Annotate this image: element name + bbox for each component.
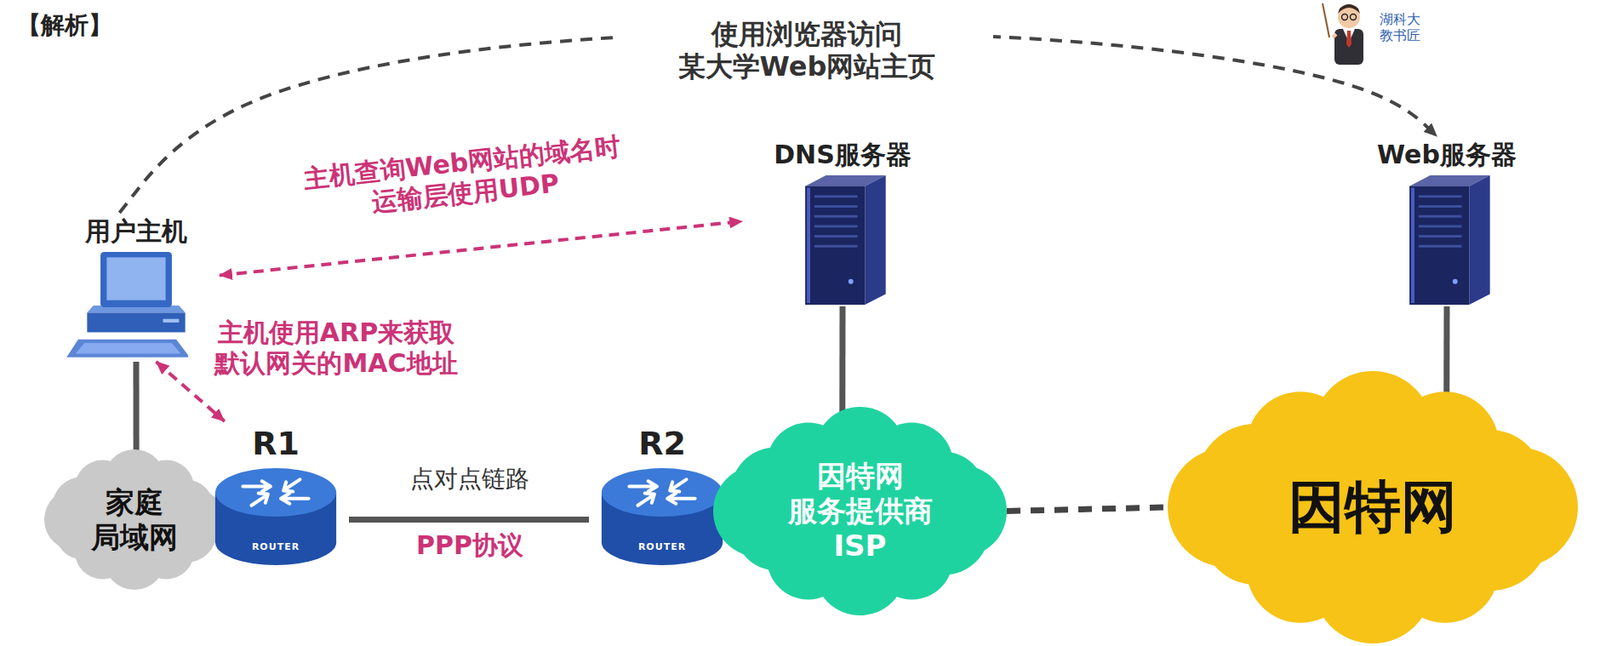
protocol-label: PPP协议 [412,529,527,562]
device-caption: ROUTER [588,541,736,553]
hair [1337,4,1360,14]
power-light [848,279,854,285]
cloud-node: 家庭 局域网 [44,449,225,590]
router-arrow [251,493,269,506]
drive-bay [814,194,858,198]
server-side [1468,175,1490,305]
server-edge [806,188,811,304]
desktop-base [86,312,185,332]
cloud-node: 因特网 服务提供商 ISP [713,406,1007,616]
link-line [348,516,589,523]
glasses [1350,14,1357,21]
cloud-node: 因特网 [1167,371,1578,644]
drive-bay [1418,205,1463,208]
suit [1334,28,1364,65]
drive-bay [814,205,858,208]
router-arrow [667,493,696,504]
server-icon [742,173,943,307]
device-caption: ROUTER [202,541,349,553]
server-front [805,186,865,305]
drive-bay [814,215,858,218]
node-label: DNS服务器 [742,136,943,171]
link-line [839,306,846,413]
node-label: Web服务器 [1346,136,1548,171]
connector-label: 使用浏览器访问 某大学Web网站主页 [620,17,994,85]
router-arrow [628,480,658,492]
hand [1332,34,1337,38]
monitor [100,251,172,308]
drive-bay [1418,234,1463,238]
router-arrow [283,479,300,492]
watermark: 湖科大 教书匠 [1371,10,1429,45]
cloud-lobe [1457,447,1578,568]
server-edge [1411,188,1415,304]
pointer-stick [1322,3,1330,38]
power-light [1452,279,1458,285]
drive-bay [1418,215,1463,218]
server-node: DNS服务器 [742,136,943,307]
server-node: Web服务器 [1346,136,1548,307]
connector-label: 点对点链路 [406,463,533,495]
router-icon [202,462,349,571]
connector-label: 主机使用ARP来获取 默认网关的MAC地址 [188,316,485,380]
router-top [215,468,337,517]
teacher-icon [1320,0,1372,67]
glasses [1342,14,1349,21]
router-icon [588,462,736,571]
router-arrow [242,480,271,492]
dashed-connector [1006,507,1168,512]
drive-bay [1418,245,1463,248]
section-heading: 【解析】 [13,10,116,41]
keyboard [66,339,190,358]
router-arrow [638,493,655,506]
router-arrow [669,479,686,492]
drive-bay [1418,194,1463,198]
drive-slot [162,319,179,323]
link-line [1443,306,1450,394]
drive-bay [814,234,858,238]
keys [75,342,182,355]
server-front [1409,186,1469,305]
server-icon [1346,173,1548,307]
node-label: 用户主机 [52,212,220,247]
tie [1346,30,1352,48]
cloud-lobe [1167,447,1288,568]
router-node: R2ROUTER [588,421,736,571]
node-label: 因特网 [1288,473,1458,541]
router-arrow [280,493,309,504]
connector-label: 主机查询Web网站的域名时 运输层使用UDP [266,125,661,229]
link-line [133,361,140,452]
router-top [601,468,723,517]
server-side [864,175,886,305]
drive-bay [814,245,858,248]
node-label: 因特网 服务提供商 ISP [775,458,946,563]
drive-bay [1418,224,1463,228]
dashed-connector [219,221,743,276]
router-node: R1ROUTER [202,421,349,571]
node-label: R1 [202,421,349,464]
node-label: 家庭 局域网 [85,485,184,555]
drive-bay [814,224,858,228]
node-label: R2 [588,421,736,464]
screen [106,257,166,300]
